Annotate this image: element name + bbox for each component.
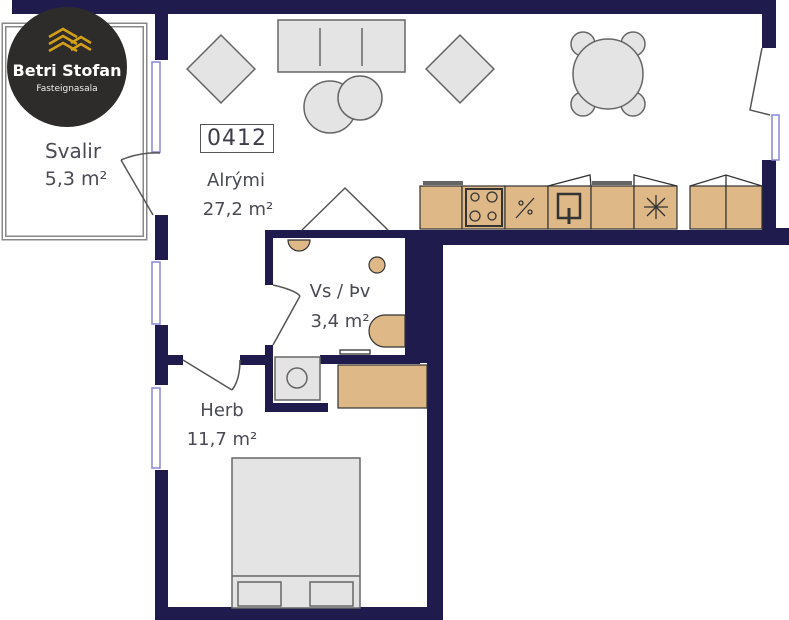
room-name-herb: Herb: [200, 400, 244, 421]
windows: [151, 61, 780, 469]
room-area-herb: 11,7 m²: [186, 429, 258, 450]
logo-chevrons-icon: [48, 27, 92, 53]
towel-rail: [339, 349, 371, 355]
room-area-vs-thv: 3,4 m²: [310, 311, 370, 332]
room-area-alrymi: 27,2 m²: [202, 199, 274, 220]
sofa: [277, 19, 406, 73]
side-table: [337, 75, 383, 121]
room-area-svalir: 5,3 m²: [44, 168, 108, 190]
dishwasher-icon: [515, 197, 535, 219]
dining-table: [572, 38, 644, 110]
kitchen-counter: [287, 185, 763, 409]
doors: [120, 47, 771, 391]
stove-icon: [465, 188, 503, 227]
toilet: [368, 314, 406, 348]
armchair-left: [185, 33, 257, 105]
shower: [368, 256, 386, 274]
room-name-svalir: Svalir: [44, 139, 102, 163]
armchair-right: [424, 33, 496, 105]
walls: [12, 0, 789, 620]
desk: [337, 364, 428, 409]
room-name-alrymi: Alrými: [207, 170, 265, 191]
logo-name: Betri Stofan: [12, 61, 122, 80]
logo: Betri Stofan Fasteignasala: [7, 7, 127, 127]
sink: [287, 239, 311, 252]
logo-tagline: Fasteignasala: [36, 84, 98, 94]
washing-machine: [274, 356, 321, 401]
unit-number: 0412: [200, 124, 274, 153]
fridge-icon: [644, 195, 668, 219]
room-name-vs-thv: Vs / Þv: [309, 281, 371, 302]
